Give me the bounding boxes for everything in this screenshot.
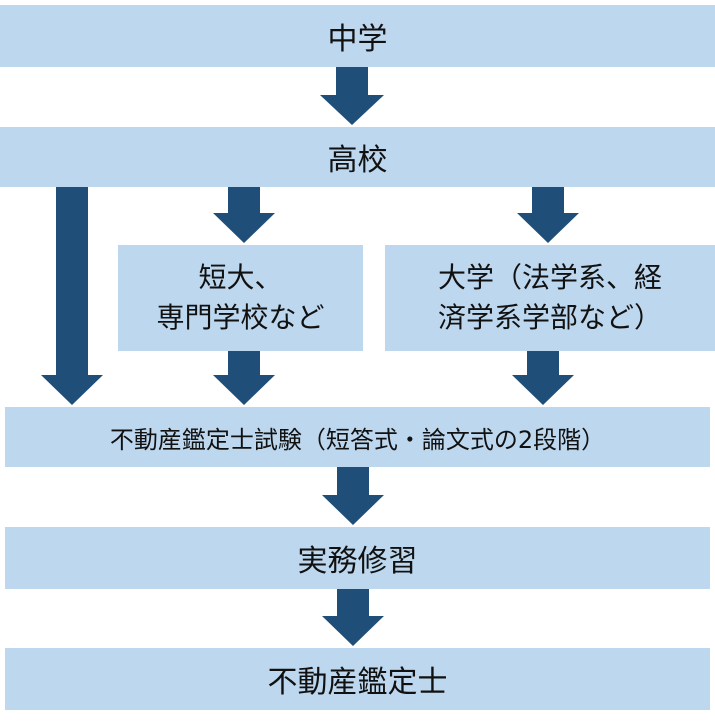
node-university-label: 大学（法学系、経 済学系学部など） — [437, 261, 662, 334]
arrow-exam-to-training — [322, 467, 384, 525]
node-junior-college-label: 短大、 専門学校など — [156, 261, 325, 334]
arrow-head — [320, 95, 384, 125]
node-exam: 不動産鑑定士試験（短答式・論文式の2段階） — [5, 407, 710, 467]
arrow-shaft — [228, 187, 260, 213]
arrow-high-to-junior-college — [213, 187, 275, 243]
arrow-middle-to-high — [320, 67, 384, 125]
node-appraiser-label: 不動産鑑定士 — [267, 665, 448, 700]
arrow-head — [213, 375, 275, 405]
node-middle-school-label: 中学 — [327, 22, 388, 57]
arrow-shaft — [337, 467, 369, 495]
arrow-head — [322, 495, 384, 525]
arrow-head — [517, 213, 579, 243]
arrow-shaft — [527, 351, 559, 375]
node-university: 大学（法学系、経 済学系学部など） — [385, 245, 715, 351]
arrow-head — [41, 375, 103, 405]
node-practical-training-label: 実務修習 — [297, 544, 418, 579]
node-middle-school: 中学 — [0, 5, 715, 67]
arrow-shaft — [336, 67, 368, 95]
arrow-shaft — [228, 351, 260, 375]
node-high-school-label: 高校 — [327, 143, 388, 178]
node-practical-training: 実務修習 — [5, 527, 710, 589]
arrow-high-to-university — [517, 187, 579, 243]
arrow-high-to-exam-direct — [41, 187, 103, 405]
arrow-shaft — [532, 187, 564, 213]
arrow-shaft — [56, 187, 88, 375]
arrow-junior-college-to-exam — [213, 351, 275, 405]
node-appraiser: 不動産鑑定士 — [5, 648, 710, 710]
arrow-head — [512, 375, 574, 405]
arrow-head — [213, 213, 275, 243]
node-high-school: 高校 — [0, 127, 715, 187]
arrow-head — [322, 616, 384, 646]
arrow-shaft — [337, 589, 369, 616]
node-junior-college: 短大、 専門学校など — [118, 245, 363, 351]
arrow-training-to-appraiser — [322, 589, 384, 646]
arrow-university-to-exam — [512, 351, 574, 405]
node-exam-label: 不動産鑑定士試験（短答式・論文式の2段階） — [109, 425, 606, 454]
